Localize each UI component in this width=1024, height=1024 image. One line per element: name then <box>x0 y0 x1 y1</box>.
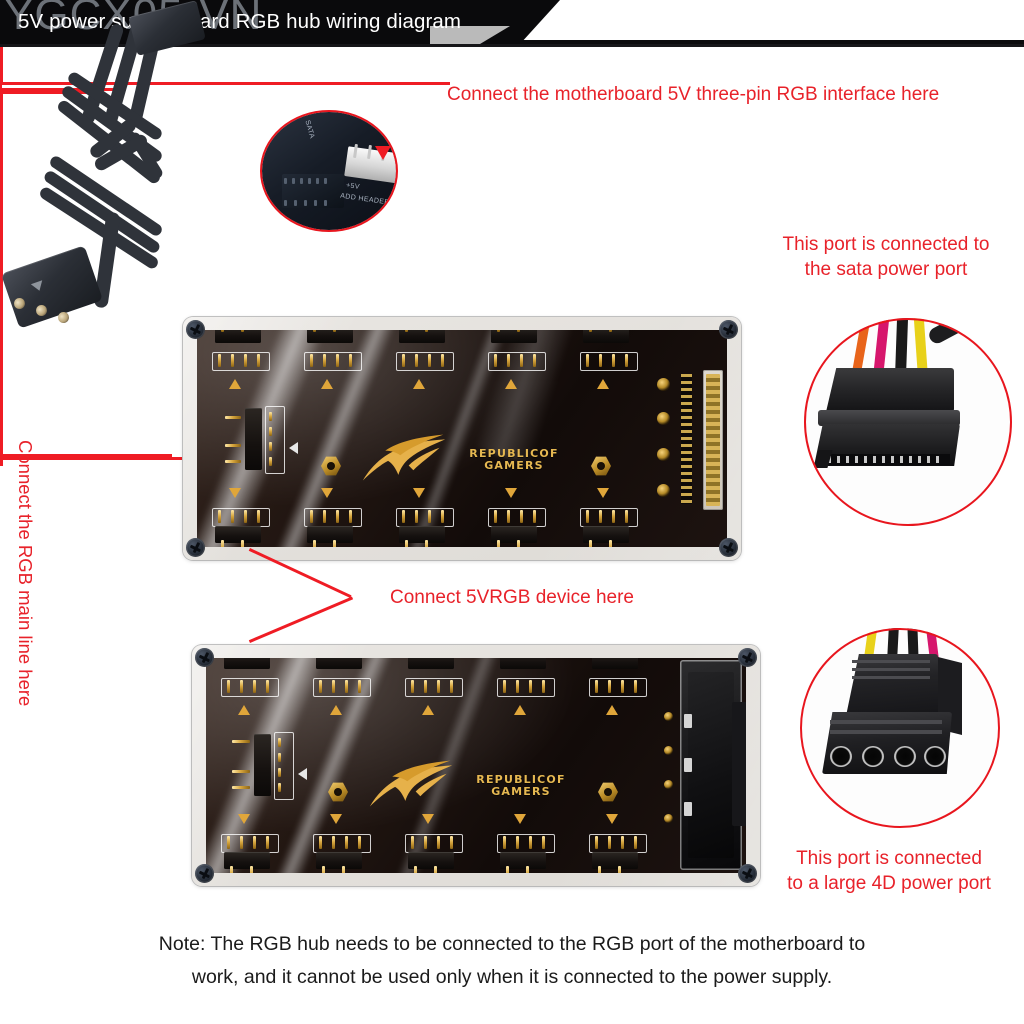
rog-logo-icon <box>369 760 453 807</box>
banner-tail-rule <box>520 40 1024 44</box>
output-header-top-1 <box>224 658 270 669</box>
rgb-hub-board-molex: REPUBLICOF GAMERS <box>192 645 760 886</box>
annotation-molex-port: This port is connected to a large 4D pow… <box>756 846 1022 896</box>
case-screw-tr <box>719 320 738 339</box>
standoff-nut-right <box>591 456 611 476</box>
standoff-nut-left <box>321 456 341 476</box>
rog-brand-line1: REPUBLICOF <box>469 447 559 460</box>
mb-arrow-head <box>375 146 391 160</box>
rgb-main-cable-tick <box>0 460 3 466</box>
output-header-bottom-2 <box>316 852 362 869</box>
output-header-top-4 <box>491 330 537 343</box>
rog-brand-text: REPUBLICOF GAMERS <box>466 774 576 797</box>
mb-leader-underline <box>0 82 450 85</box>
output-header-bottom-1 <box>224 852 270 869</box>
banner-bottom-rule <box>0 44 1024 47</box>
mb-leader-top <box>0 85 2 88</box>
rgb-input-header <box>245 408 262 470</box>
case-screw-bl <box>186 538 205 557</box>
output-header-bottom-2 <box>307 526 353 543</box>
pcb-substrate: REPUBLICOF GAMERS <box>197 330 727 547</box>
standoff-nut-left <box>328 782 348 802</box>
output-header-top-3 <box>408 658 454 669</box>
rgb-main-branch-top <box>0 454 172 457</box>
output-header-top-5 <box>592 658 638 669</box>
annotation-sata-port-line1: This port is connected to <box>782 234 990 255</box>
sata-inset-ring <box>804 318 1012 526</box>
output-header-top-5 <box>583 330 629 343</box>
molex-leader-line <box>0 91 98 94</box>
output-header-bottom-3 <box>399 526 445 543</box>
output-header-top-2 <box>307 330 353 343</box>
page-title: 5V power supply board RGB hub wiring dia… <box>18 10 462 33</box>
motherboard-inset-ring <box>260 110 398 232</box>
rog-brand-line2: GAMERS <box>491 784 551 798</box>
output-header-bottom-5 <box>592 852 638 869</box>
rgb-main-bracket-vertical <box>0 94 3 454</box>
output-header-bottom-4 <box>491 526 537 543</box>
rog-brand-text: REPUBLICOF GAMERS <box>459 448 569 471</box>
annotation-motherboard-header: Connect the motherboard 5V three-pin RGB… <box>447 84 940 105</box>
rgb-input-header <box>254 734 271 796</box>
case-screw-bl <box>195 864 214 883</box>
argb-extension-cable <box>0 0 230 360</box>
annotation-molex-port-line2: to a large 4D power port <box>787 873 991 894</box>
rgb-main-branch-bottom <box>0 457 182 460</box>
pcb-substrate: REPUBLICOF GAMERS <box>206 658 746 873</box>
annotation-sata-port: This port is connected to the sata power… <box>752 232 1020 282</box>
case-screw-br <box>738 864 757 883</box>
output-header-bottom-1 <box>215 526 261 543</box>
footer-note-line1: Note: The RGB hub needs to be connected … <box>158 933 866 955</box>
output-header-top-4 <box>500 658 546 669</box>
standoff-nut-right <box>598 782 618 802</box>
output-header-bottom-4 <box>500 852 546 869</box>
rog-brand-line2: GAMERS <box>484 458 544 472</box>
footer-note-line2: work, and it cannot be used only when it… <box>191 966 833 988</box>
annotation-molex-port-line1: This port is connected <box>796 848 982 869</box>
output-header-top-1 <box>215 330 261 343</box>
argb-female-connector <box>0 245 104 329</box>
footer-note: Note: The RGB hub needs to be connected … <box>70 928 954 994</box>
annotation-rgb-main-line: Connect the RGB main line here <box>15 440 36 707</box>
annotation-rgb-device: Connect 5VRGB device here <box>390 587 634 608</box>
molex-inset-ring <box>800 628 1000 828</box>
rog-logo-icon <box>362 434 446 481</box>
annotation-sata-port-line2: the sata power port <box>804 259 968 280</box>
sata-leader-line <box>0 88 118 91</box>
rog-brand-line1: REPUBLICOF <box>476 773 566 786</box>
title-banner: YGCX05-VN 5V power supply board RGB hub … <box>0 0 1024 48</box>
case-screw-tr <box>738 648 757 667</box>
case-screw-tl <box>195 648 214 667</box>
output-header-bottom-3 <box>408 852 454 869</box>
case-screw-br <box>719 538 738 557</box>
output-header-bottom-5 <box>583 526 629 543</box>
output-header-top-3 <box>399 330 445 343</box>
output-header-top-2 <box>316 658 362 669</box>
rgb-hub-board-sata: REPUBLICOF GAMERS <box>183 317 741 560</box>
rgb-device-arrow <box>248 548 400 646</box>
case-screw-tl <box>186 320 205 339</box>
